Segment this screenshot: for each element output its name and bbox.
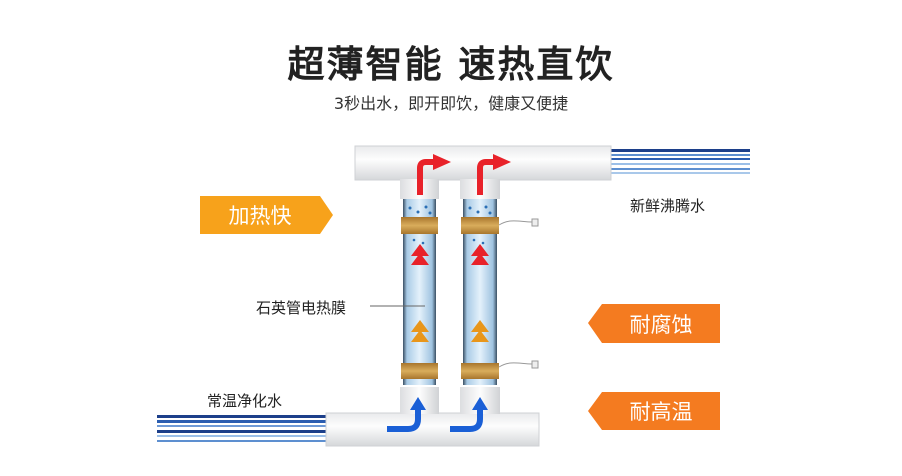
bottom-pipe <box>325 412 540 447</box>
hot-flow-arrows <box>417 159 494 195</box>
quartz-tube-right <box>460 179 500 414</box>
label-inlet-water: 常温净化水 <box>207 392 283 410</box>
cold-arrowheads <box>410 397 488 410</box>
tag-fast-heating: 加热快 <box>228 204 292 228</box>
bubbles <box>408 205 492 245</box>
label-heating-film: 石英管电热膜 <box>256 299 347 317</box>
tag-high-temp-resistant: 耐高温 <box>629 400 693 424</box>
tag-high-temp-shape <box>588 392 720 430</box>
page-title: 超薄智能 速热直饮 <box>287 43 615 86</box>
outlet-water-stream <box>611 147 750 176</box>
label-outlet-water: 新鲜沸腾水 <box>630 197 706 215</box>
wire-connectors <box>498 218 539 369</box>
cold-flow-arrows <box>387 410 483 432</box>
tag-corrosion-shape <box>588 304 720 343</box>
page-subtitle: 3秒出水，即开即饮，健康又便捷 <box>333 94 569 113</box>
warm-arrowheads <box>411 320 489 342</box>
hot-arrowheads <box>411 154 511 265</box>
tag-fast-heating-shape <box>200 196 333 234</box>
tag-corrosion-resistant: 耐腐蚀 <box>629 312 693 337</box>
inlet-water-stream <box>157 415 327 442</box>
quartz-tube-left <box>400 179 439 414</box>
